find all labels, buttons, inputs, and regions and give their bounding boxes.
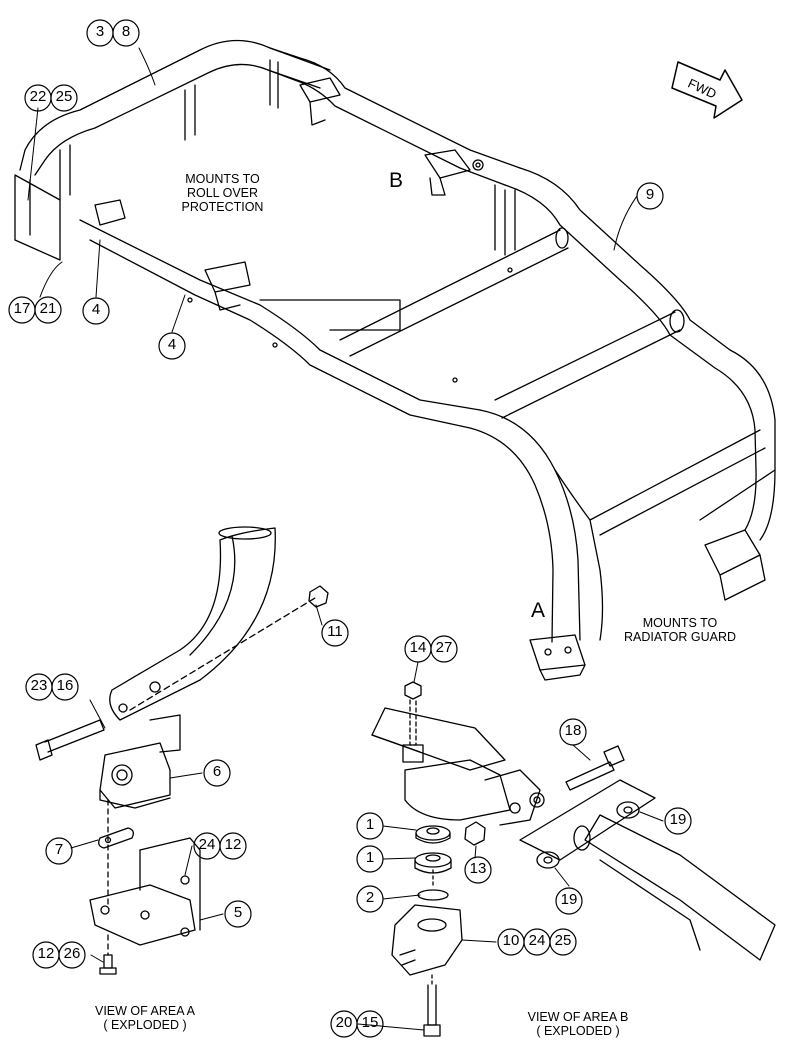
callout-circles	[8, 19, 692, 1038]
mounts-radiator-line1: MOUNTS TO	[642, 616, 718, 630]
callout-18: 18	[564, 722, 582, 739]
mounts-radiator-line2: RADIATOR GUARD	[623, 630, 737, 644]
callout-1-lower: 1	[365, 849, 375, 866]
view-area-a-line1: VIEW OF AREA A	[94, 1004, 196, 1018]
callout-12-view-a-bottom: 12	[37, 945, 55, 962]
callout-19-right: 19	[669, 811, 687, 828]
callout-25-view-b: 25	[554, 932, 572, 949]
mounts-radiator-label: MOUNTS TO RADIATOR GUARD	[610, 616, 750, 644]
view-area-b-caption: VIEW OF AREA B ( EXPLODED )	[503, 1010, 653, 1038]
callout-5: 5	[233, 904, 243, 921]
callout-19-left: 19	[560, 891, 578, 908]
callout-17: 17	[13, 300, 31, 317]
callout-9: 9	[645, 186, 655, 203]
callout-25-top: 25	[55, 88, 73, 105]
callout-3: 3	[95, 23, 105, 40]
callout-6: 6	[212, 763, 222, 780]
callout-11: 11	[327, 623, 343, 640]
mounts-rops-line3: PROTECTION	[181, 200, 264, 214]
callout-27: 27	[435, 639, 453, 656]
callout-26: 26	[63, 945, 81, 962]
callout-2: 2	[365, 889, 375, 906]
callout-21: 21	[39, 300, 57, 317]
callout-22: 22	[29, 88, 47, 105]
callout-4-lower: 4	[167, 336, 177, 353]
mounts-rops-label: MOUNTS TO ROLL OVER PROTECTION	[170, 172, 275, 214]
callout-4-upper: 4	[91, 301, 101, 318]
leader-lines	[27, 47, 664, 1031]
callout-12-view-a-top: 12	[224, 836, 242, 853]
mounts-rops-line2: ROLL OVER	[186, 186, 259, 200]
view-area-b-line1: VIEW OF AREA B	[527, 1010, 629, 1024]
mounts-rops-line1: MOUNTS TO	[185, 172, 260, 186]
callout-16: 16	[56, 677, 74, 694]
callout-10: 10	[502, 932, 520, 949]
callout-24-view-a: 24	[198, 836, 216, 853]
view-area-a-caption: VIEW OF AREA A ( EXPLODED )	[70, 1004, 220, 1032]
callout-8: 8	[121, 23, 131, 40]
callout-24-view-b: 24	[528, 932, 546, 949]
fwd-arrow-icon	[671, 61, 743, 119]
callout-13: 13	[469, 860, 487, 877]
view-area-b-line2: ( EXPLODED )	[536, 1024, 620, 1038]
callout-14: 14	[409, 639, 427, 656]
guard-frame	[14, 39, 776, 681]
view-a-assembly	[35, 526, 329, 975]
callout-20: 20	[335, 1014, 353, 1031]
callout-23: 23	[30, 677, 48, 694]
view-area-a-line2: ( EXPLODED )	[103, 1018, 187, 1032]
callout-1-upper: 1	[365, 816, 375, 833]
view-b-assembly	[371, 681, 776, 1037]
callout-15: 15	[361, 1014, 379, 1031]
callout-7: 7	[54, 841, 64, 858]
area-a-letter: A	[530, 599, 545, 622]
area-b-letter: B	[388, 169, 403, 192]
